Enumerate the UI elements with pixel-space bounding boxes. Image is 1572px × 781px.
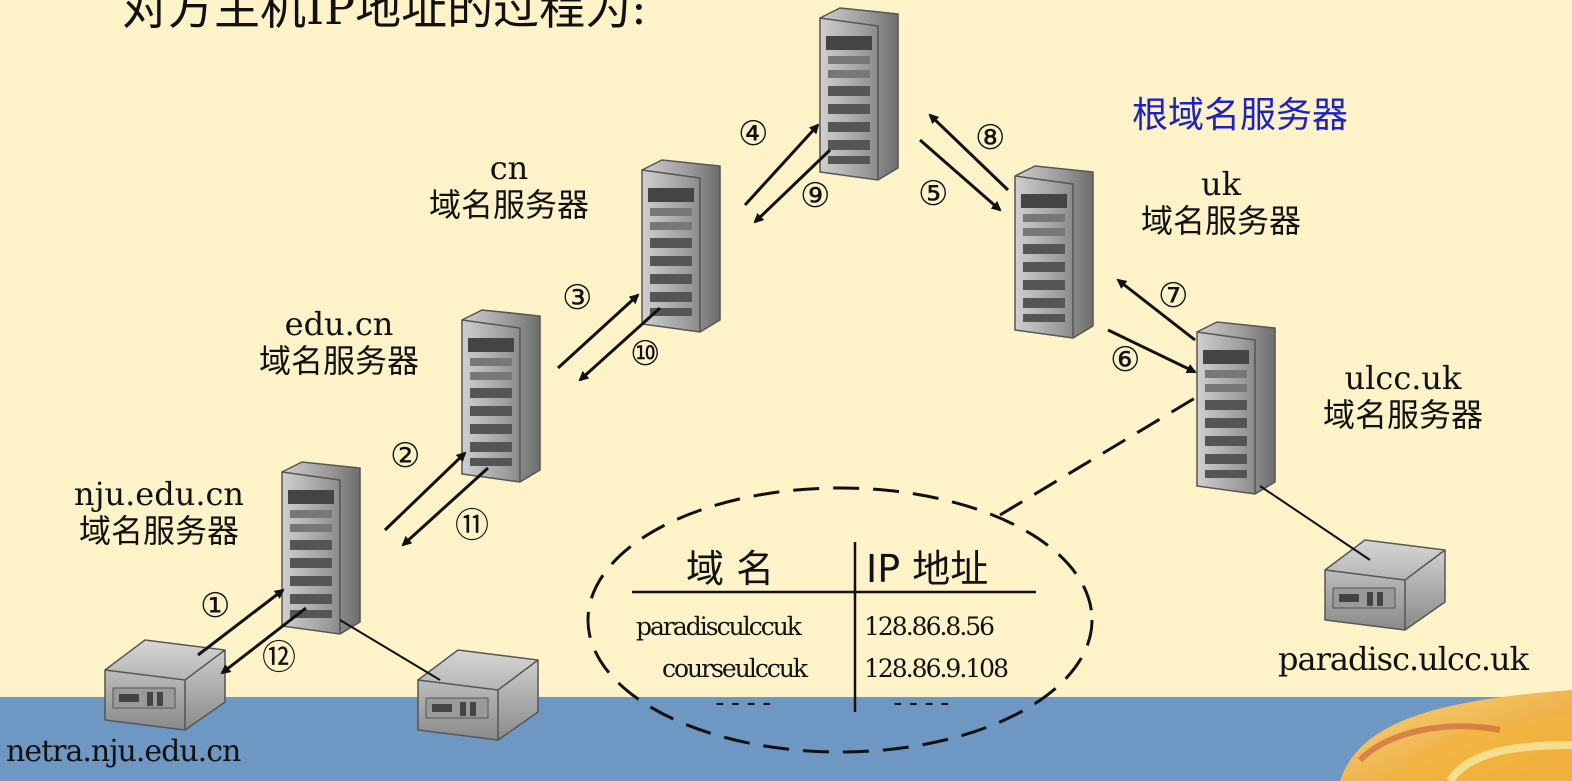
page-title: 对方主机IP地址的过程为: [122,0,647,35]
arrow-5 [919,138,1002,212]
paradisc-host-label: paradisc.ulcc.uk [1278,640,1529,678]
edu-server-label: edu.cn 域名服务器 [258,305,419,380]
step-9: ⑨ [800,176,831,216]
table-cell: 128.86.9.108 [864,654,1009,683]
table-header-domain: 域 名 [686,547,775,591]
local-host-icon [417,649,539,741]
ulcc-server-label: ulcc.uk 域名服务器 [1322,359,1483,434]
netra-host-label: netra.nju.edu.cn [6,734,241,769]
step-1: ① [200,586,231,626]
arrow-4 [743,123,820,207]
table-ellipse [586,486,1094,754]
paradisc-host-icon [1324,539,1446,631]
root-server-label: 根域名服务器 [1132,95,1349,136]
table-ellipsis: ---- [890,688,953,718]
step-3: ③ [562,278,593,318]
arrow-6 [1107,328,1197,374]
corner-decoration [1300,690,1572,781]
step-4: ④ [738,114,769,154]
step-5: ⑤ [918,174,949,214]
table-header-ip: IP 地址 [866,547,989,591]
nju-server-label: nju.edu.cn 域名服务器 [73,475,245,550]
step-7: ⑦ [1158,276,1189,316]
root-server-icon [819,7,899,181]
bottom-band [0,697,1572,781]
cn-server-icon [641,159,721,333]
step-8: ⑧ [975,118,1006,158]
edu-server-icon [461,309,541,483]
arrow-8 [928,113,1010,192]
arrow-10 [578,306,662,382]
arrow-7 [1116,278,1196,342]
arrow-3 [556,293,640,370]
table-cell: 128.86.8.56 [864,612,995,641]
uk-server-icon [1014,165,1094,339]
arrow-1 [197,588,285,657]
table-cell: paradisculccuk [636,612,802,641]
step-11: ⑪ [455,506,489,546]
table-ellipsis: ---- [712,688,775,718]
step-10: ⑩ [630,334,661,374]
step-6: ⑥ [1110,340,1141,380]
nju-server-icon [281,461,361,635]
arrow-9 [753,148,832,224]
uk-server-label: uk 域名服务器 [1140,165,1301,240]
arrow-12 [220,606,307,675]
arrow-11 [401,466,490,547]
table-cell: courseulccuk [662,654,808,683]
netra-host-icon [104,639,226,731]
arrow-2 [383,451,467,532]
step-2: ② [390,436,421,476]
step-12: ⑫ [262,638,296,678]
cn-server-label: cn 域名服务器 [428,149,589,224]
ulcc-server-icon [1196,321,1276,495]
